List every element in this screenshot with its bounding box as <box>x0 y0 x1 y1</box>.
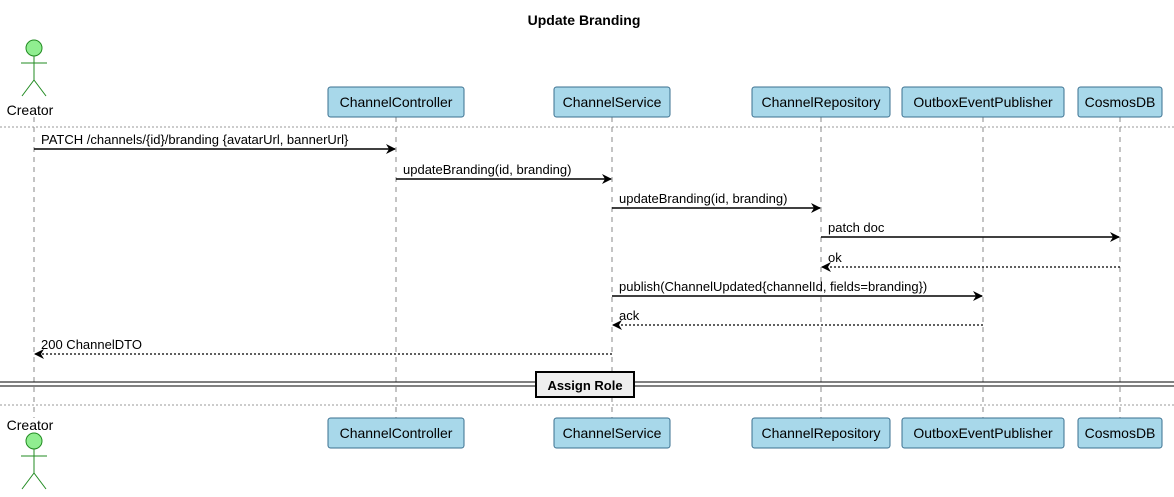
message-3: updateBranding(id, branding) <box>612 191 821 213</box>
message-8: 200 ChannelDTO <box>34 337 612 359</box>
divider: Assign Role <box>0 371 1174 398</box>
participant-label: ChannelRepository <box>761 425 880 441</box>
message-label: updateBranding(id, branding) <box>619 191 787 206</box>
message-label: ok <box>828 250 842 265</box>
participant-label: CosmosDB <box>1085 425 1156 441</box>
message-1: PATCH /channels/{id}/branding {avatarUrl… <box>34 132 396 154</box>
participant-controller-top: ChannelController <box>327 86 465 118</box>
diagram-title: Update Branding <box>528 12 641 28</box>
actor-icon <box>21 432 47 490</box>
participant-label: ChannelService <box>563 94 662 110</box>
participants: ChannelControllerChannelControllerChanne… <box>327 86 1163 449</box>
participant-label: ChannelRepository <box>761 94 880 110</box>
message-2: updateBranding(id, branding) <box>396 162 612 184</box>
participant-repository-bottom: ChannelRepository <box>751 417 891 449</box>
message-6: publish(ChannelUpdated{channelId, fields… <box>612 279 983 301</box>
participant-service-bottom: ChannelService <box>553 417 671 449</box>
header-separator <box>0 126 1174 406</box>
participant-publisher-top: OutboxEventPublisher <box>901 86 1065 118</box>
divider-box: Assign Role <box>535 371 635 398</box>
message-label: publish(ChannelUpdated{channelId, fields… <box>619 279 927 294</box>
actor-creator: Creator <box>7 39 54 118</box>
participant-cosmos-bottom: CosmosDB <box>1077 417 1163 449</box>
participant-label: ChannelController <box>340 425 453 441</box>
message-7: ack <box>612 308 983 330</box>
participant-cosmos-top: CosmosDB <box>1077 86 1163 118</box>
message-label: 200 ChannelDTO <box>41 337 142 352</box>
actor-label: Creator <box>7 102 54 118</box>
message-label: updateBranding(id, branding) <box>403 162 571 177</box>
message-label: ack <box>619 308 640 323</box>
participant-controller-bottom: ChannelController <box>327 417 465 449</box>
messages: PATCH /channels/{id}/branding {avatarUrl… <box>34 132 1120 359</box>
actor-creator: Creator <box>7 417 54 490</box>
message-label: patch doc <box>828 220 885 235</box>
message-4: patch doc <box>821 220 1120 242</box>
message-5: ok <box>821 250 1120 272</box>
actor-icon <box>21 39 47 97</box>
participant-label: OutboxEventPublisher <box>913 94 1053 110</box>
participant-publisher-bottom: OutboxEventPublisher <box>901 417 1065 449</box>
message-label: PATCH /channels/{id}/branding {avatarUrl… <box>41 132 349 147</box>
participant-service-top: ChannelService <box>553 86 671 118</box>
participant-label: ChannelController <box>340 94 453 110</box>
actor-label: Creator <box>7 417 54 433</box>
participant-label: ChannelService <box>563 425 662 441</box>
divider-label: Assign Role <box>547 378 622 393</box>
participant-repository-top: ChannelRepository <box>751 86 891 118</box>
participant-label: OutboxEventPublisher <box>913 425 1053 441</box>
participant-label: CosmosDB <box>1085 94 1156 110</box>
